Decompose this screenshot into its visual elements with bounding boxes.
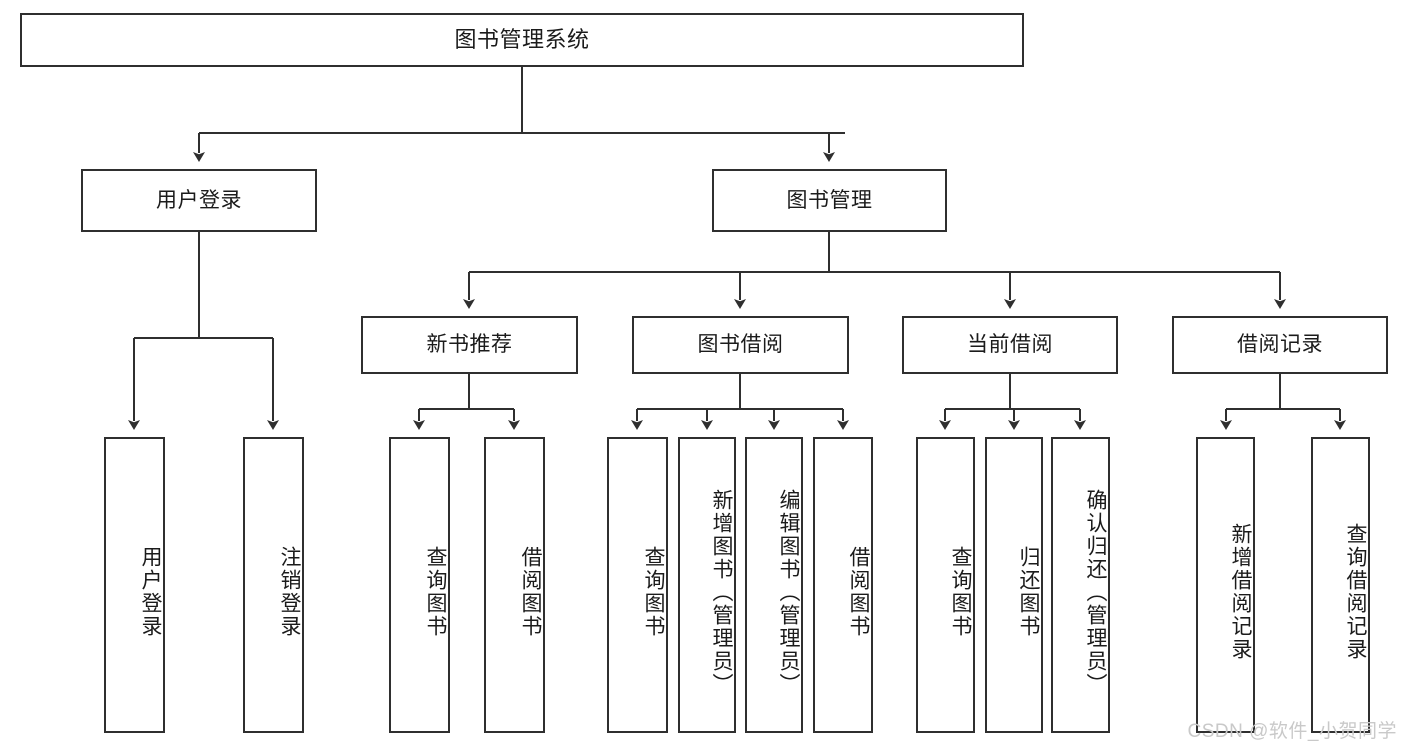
node-label: 新书推荐 — [426, 333, 513, 357]
node-leaf-edit-book[interactable]: 编辑图书（管理员） — [745, 437, 803, 733]
node-label: 借阅图书 — [847, 546, 870, 638]
watermark-text: CSDN @软件_小贺同学 — [1187, 721, 1397, 742]
node-leaf-logout[interactable]: 注销登录 — [243, 437, 304, 733]
node-label: 归还图书 — [1017, 546, 1040, 638]
node-label: 注销登录 — [278, 546, 301, 638]
node-label: 图书借阅 — [697, 333, 784, 357]
node-label: 用户登录 — [156, 188, 242, 212]
node-leaf-borrow-book[interactable]: 借阅图书 — [813, 437, 873, 733]
node-leaf-query-borrow-record[interactable]: 查询借阅记录 — [1311, 437, 1370, 733]
node-label: 借阅图书 — [519, 546, 542, 638]
node-label: 查询图书 — [642, 546, 665, 638]
node-current-borrow[interactable]: 当前借阅 — [902, 316, 1118, 374]
node-leaf-query-book-borrow[interactable]: 查询图书 — [607, 437, 668, 733]
node-label: 查询图书 — [949, 546, 972, 638]
node-label: 新增图书（管理员） — [710, 488, 733, 696]
node-label: 查询借阅记录 — [1344, 523, 1367, 661]
node-label: 编辑图书（管理员） — [777, 488, 800, 696]
node-label: 新增借阅记录 — [1229, 523, 1252, 661]
node-label: 确认归还（管理员） — [1084, 488, 1107, 696]
node-leaf-query-book-recommend[interactable]: 查询图书 — [389, 437, 450, 733]
node-book-management[interactable]: 图书管理 — [712, 169, 947, 232]
node-book-borrow[interactable]: 图书借阅 — [632, 316, 849, 374]
node-label: 图书管理系统 — [454, 26, 590, 52]
node-leaf-borrow-book-recommend[interactable]: 借阅图书 — [484, 437, 545, 733]
node-leaf-confirm-return[interactable]: 确认归还（管理员） — [1051, 437, 1110, 733]
node-user-login[interactable]: 用户登录 — [81, 169, 317, 232]
node-leaf-add-book[interactable]: 新增图书（管理员） — [678, 437, 736, 733]
node-leaf-user-login[interactable]: 用户登录 — [104, 437, 165, 733]
node-leaf-add-borrow-record[interactable]: 新增借阅记录 — [1196, 437, 1255, 733]
node-root-system[interactable]: 图书管理系统 — [20, 13, 1024, 67]
node-label: 借阅记录 — [1237, 333, 1323, 357]
node-label: 图书管理 — [786, 188, 873, 212]
node-label: 用户登录 — [139, 546, 162, 638]
node-borrow-record[interactable]: 借阅记录 — [1172, 316, 1388, 374]
node-new-book-recommend[interactable]: 新书推荐 — [361, 316, 578, 374]
node-leaf-query-book-current[interactable]: 查询图书 — [916, 437, 975, 733]
node-label: 当前借阅 — [967, 333, 1053, 357]
node-leaf-return-book[interactable]: 归还图书 — [985, 437, 1043, 733]
node-label: 查询图书 — [424, 546, 447, 638]
